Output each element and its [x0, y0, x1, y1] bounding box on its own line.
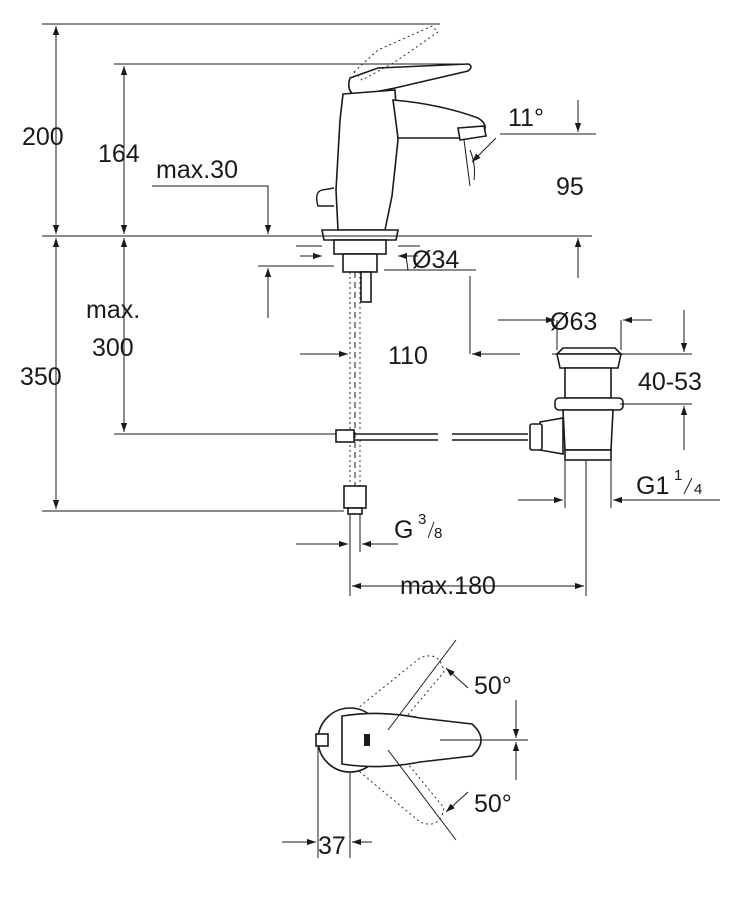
- waste-body: [564, 367, 612, 399]
- waste-nut: [554, 397, 624, 411]
- faucet-side-view: [315, 25, 528, 515]
- dimension-labels: 200 164 max.30 11° 95 Ø34 max. 300 350 1…: [20, 104, 702, 860]
- lever-rotated-up: [347, 655, 445, 737]
- lever-handle: [348, 63, 472, 97]
- hose-thread: [347, 507, 363, 515]
- waste-tailpiece: [564, 449, 612, 461]
- mounting-shank: [342, 253, 378, 273]
- waste-plug: [555, 347, 623, 355]
- label-164: 164: [98, 140, 140, 168]
- label-d63: Ø63: [550, 308, 597, 336]
- label-50deg-lower: 50°: [474, 790, 512, 818]
- lever-indicator: [364, 734, 370, 746]
- waste-lower-body: [562, 409, 614, 451]
- label-g-3-8: G 3 8: [394, 511, 442, 544]
- dimension-arrows: [52, 26, 720, 590]
- label-d34: Ø34: [412, 246, 459, 274]
- label-95: 95: [556, 173, 584, 201]
- rod-clamp: [335, 429, 355, 443]
- lever-top: [341, 712, 482, 768]
- reference-lines: [42, 23, 692, 596]
- svg-text:3: 3: [418, 511, 426, 528]
- waste-pull-rod: [354, 433, 528, 441]
- label-50deg-upper: 50°: [474, 672, 512, 700]
- label-11deg: 11°: [508, 104, 544, 132]
- label-max: max.: [86, 296, 140, 324]
- faucet-body: [335, 89, 399, 231]
- label-300: 300: [92, 334, 134, 362]
- label-37: 37: [318, 832, 346, 860]
- label-max30: max.30: [156, 156, 238, 184]
- svg-text:G: G: [394, 516, 413, 544]
- mounting-nut: [333, 239, 387, 255]
- svg-text:8: 8: [434, 525, 442, 542]
- label-40-53: 40-53: [638, 368, 702, 396]
- label-max180: max.180: [400, 572, 496, 600]
- waste-flange: [556, 353, 622, 369]
- hose-connector: [343, 485, 367, 509]
- waste-inlet-nut: [529, 423, 543, 451]
- svg-text:G1: G1: [636, 472, 669, 500]
- faucet-top-view: [282, 639, 528, 858]
- popup-knob: [315, 733, 329, 747]
- aerator: [457, 125, 487, 141]
- label-350: 350: [20, 363, 62, 391]
- base-flange: [321, 229, 399, 241]
- svg-text:4: 4: [694, 481, 702, 498]
- label-200: 200: [22, 123, 64, 151]
- waste-side-inlet: [539, 417, 564, 455]
- braided-hose: [349, 272, 361, 486]
- label-g1-1-4: G1 1 4: [636, 467, 702, 500]
- lever-raised-outline: [353, 25, 439, 81]
- svg-text:1: 1: [674, 467, 682, 484]
- popup-link: [360, 271, 372, 303]
- label-110: 110: [388, 342, 428, 370]
- popup-rod: [315, 187, 335, 207]
- waste-assembly: [529, 347, 624, 461]
